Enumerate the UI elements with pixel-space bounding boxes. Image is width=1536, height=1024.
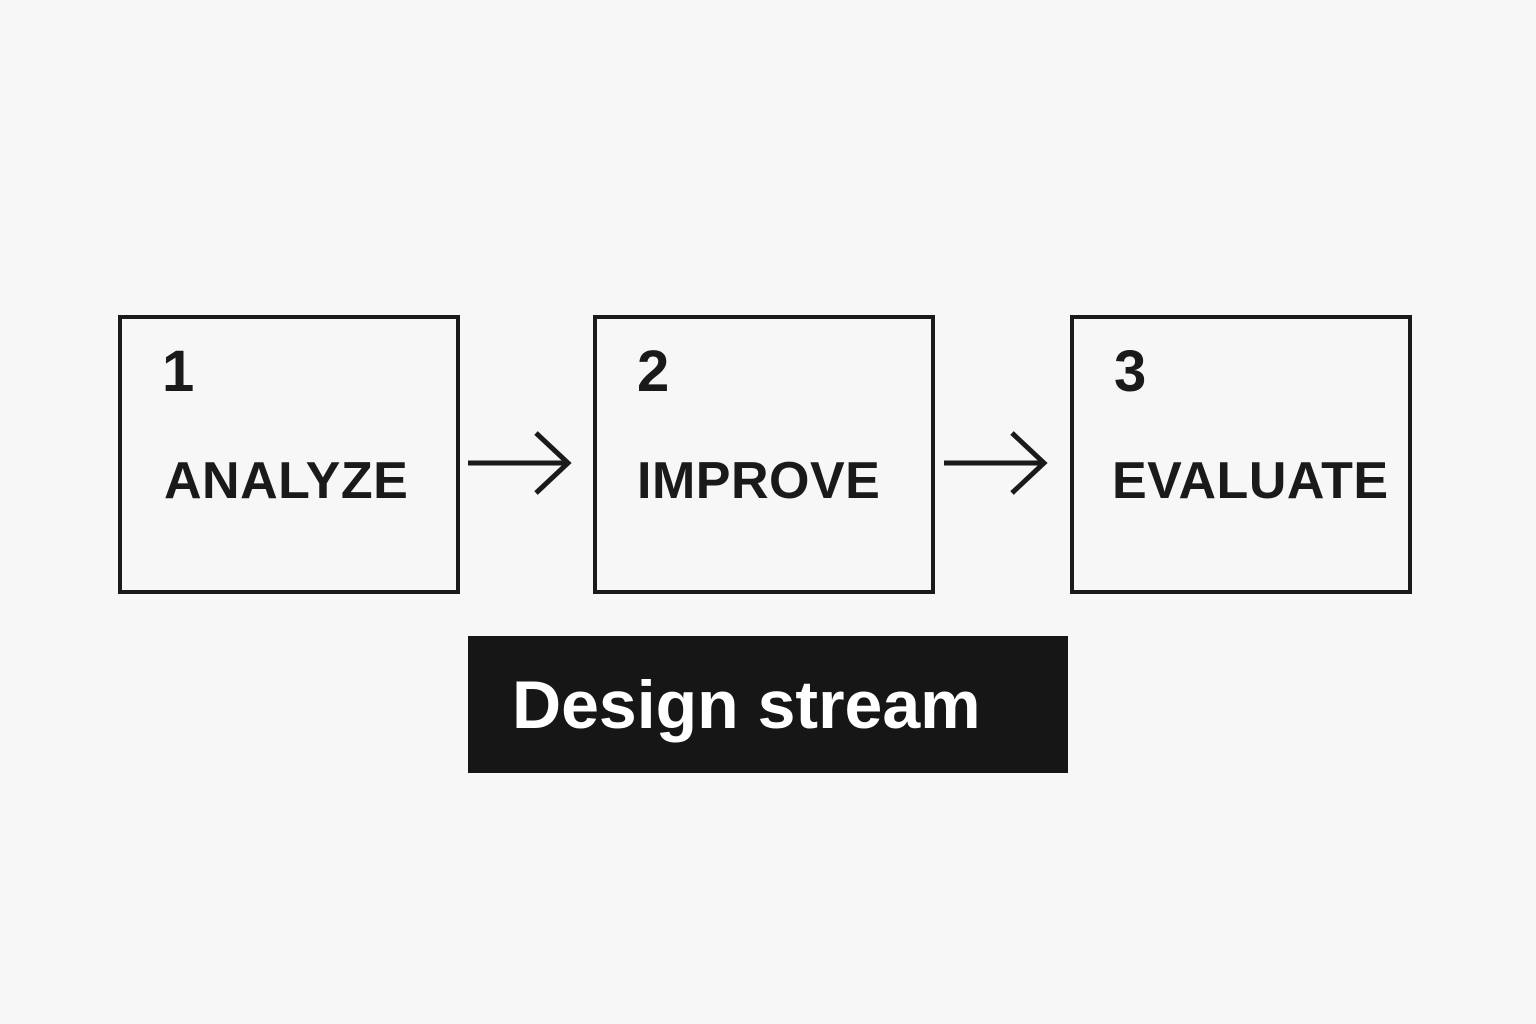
arrow-right-icon (468, 431, 572, 495)
step-label: ANALYZE (164, 452, 409, 510)
design-stream-banner: Design stream (468, 636, 1068, 773)
banner-text: Design stream (512, 666, 981, 743)
step-box-analyze: 1 ANALYZE (118, 315, 460, 594)
step-number: 2 (637, 339, 670, 404)
step-label: IMPROVE (637, 452, 881, 510)
arrow-right-icon (944, 431, 1048, 495)
step-number: 3 (1114, 339, 1147, 404)
step-label: EVALUATE (1112, 452, 1389, 510)
step-box-evaluate: 3 EVALUATE (1070, 315, 1412, 594)
step-number: 1 (162, 339, 195, 404)
step-box-improve: 2 IMPROVE (593, 315, 935, 594)
